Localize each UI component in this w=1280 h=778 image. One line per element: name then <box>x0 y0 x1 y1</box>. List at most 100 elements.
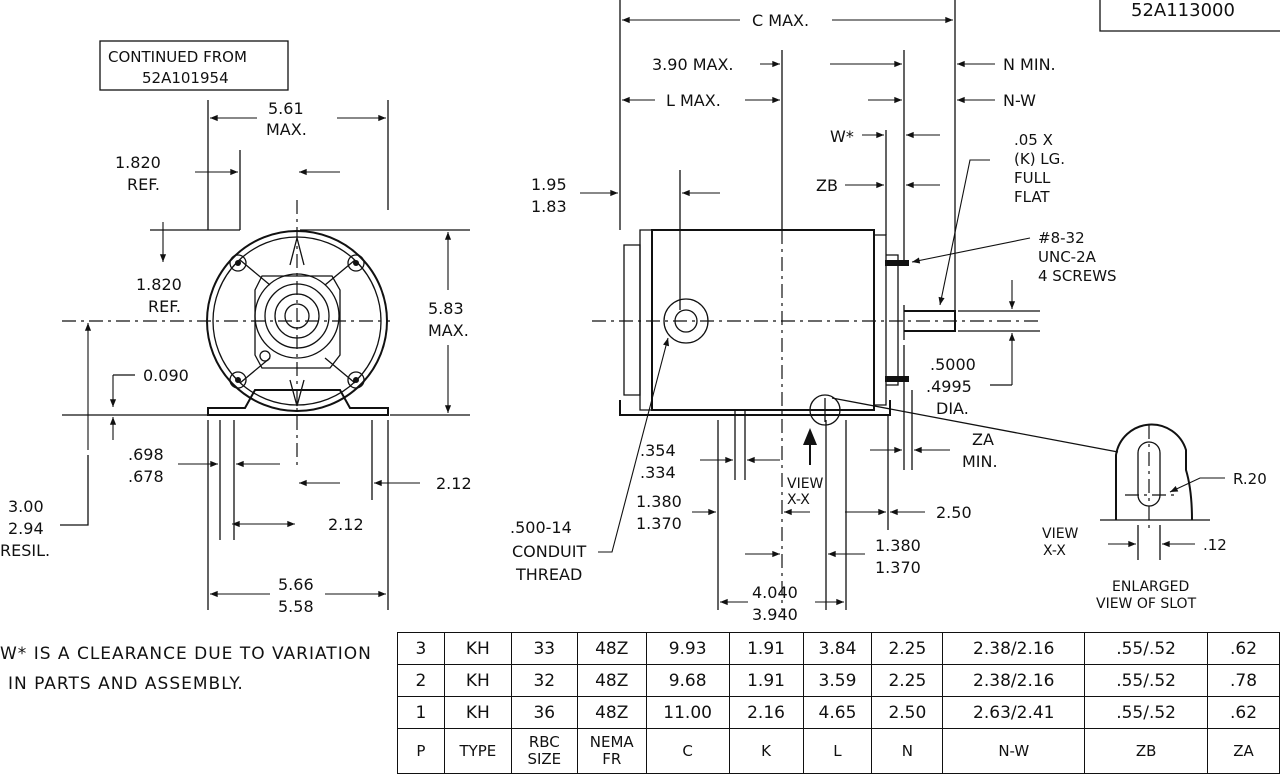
header-text: TYPE <box>459 741 497 760</box>
cell-k: 1.91 <box>728 664 804 697</box>
dim-height-max: 5.83 <box>428 299 464 318</box>
dim-resil-min: 2.94 <box>8 519 44 538</box>
dim-height-max-unit: MAX. <box>428 321 469 340</box>
front-view-motor <box>62 200 390 470</box>
note-line-1: W* IS A CLEARANCE DUE TO VARIATION <box>0 644 372 664</box>
dim-ref-mid: 1.820 <box>136 275 182 294</box>
dim-resil-max: 3.00 <box>8 497 44 516</box>
dim-ref-top: 1.820 <box>115 153 161 172</box>
cell-n-w: 2.38/2.16 <box>942 632 1086 665</box>
dim-width-max-unit: MAX. <box>266 120 307 139</box>
cell-l: 3.59 <box>802 664 873 697</box>
dim-1380a-max: 1.380 <box>636 492 682 511</box>
cell-za: .78 <box>1207 664 1280 697</box>
header-zb: ZB <box>1084 728 1209 774</box>
dim-half-base-left: 2.12 <box>328 515 364 534</box>
header-text: SIZE <box>527 750 562 768</box>
cell-zb: .55/.52 <box>1084 696 1209 729</box>
dim-1380a-min: 1.370 <box>636 514 682 533</box>
note-flat-2: (K) LG. <box>1014 150 1065 168</box>
cell-za: .62 <box>1207 696 1280 729</box>
drawing-number: 52A113000 <box>1131 0 1235 21</box>
dim-390-max: 3.90 MAX. <box>652 55 734 74</box>
dim-4040-min: 3.940 <box>752 605 798 624</box>
header-p: P <box>397 728 445 774</box>
dim-n-w: N-W <box>1003 91 1036 110</box>
dim-195-min: 1.83 <box>531 197 567 216</box>
slot-view-name: X-X <box>1043 543 1066 559</box>
screw-icon <box>885 260 909 382</box>
cell-rbc-size: 36 <box>510 696 578 729</box>
dim-c-max: C MAX. <box>752 11 809 30</box>
note-flat-1: .05 X <box>1014 131 1053 149</box>
dim-250: 2.50 <box>936 503 972 522</box>
side-dims: C MAX. 3.90 MAX. L MAX. N MIN. N-W W* ZB… <box>510 0 1119 624</box>
dim-shaft-label: DIA. <box>936 399 969 418</box>
dim-zb: ZB <box>816 176 838 195</box>
cell-za: .62 <box>1207 632 1280 665</box>
dim-shaft-min: .4995 <box>926 377 972 396</box>
header-text: RBC <box>528 733 560 751</box>
dim-half-base-right: 2.12 <box>436 474 472 493</box>
dim-w-star: W* <box>830 127 854 146</box>
dim-n-min: N MIN. <box>1003 55 1056 74</box>
dim-4040-max: 4.040 <box>752 583 798 602</box>
cell-p: 1 <box>397 696 445 729</box>
cell-n: 2.50 <box>871 696 944 729</box>
dim-195-max: 1.95 <box>531 175 567 194</box>
dim-za-label: MIN. <box>962 452 998 471</box>
continued-from-label: CONTINUED FROM <box>108 48 247 66</box>
cell-nema-fr: 48Z <box>576 696 647 729</box>
dim-resil-label: RESIL. <box>0 541 50 560</box>
dim-za: ZA <box>972 430 994 449</box>
cell-type: KH <box>443 664 512 697</box>
dim-slot-max: .698 <box>128 445 164 464</box>
header-k: K <box>728 728 804 774</box>
header-type: TYPE <box>443 728 512 774</box>
continued-from-box: CONTINUED FROM 52A101954 <box>99 40 289 91</box>
slot-detail: R.20 .12 VIEW X-X ENLARGED VIEW OF SLOT <box>1042 423 1267 612</box>
dim-354-min: .334 <box>640 463 676 482</box>
cell-c: 9.68 <box>645 664 730 697</box>
header-text: L <box>833 741 842 760</box>
header-za: ZA <box>1207 728 1280 774</box>
cell-n-w: 2.63/2.41 <box>942 696 1086 729</box>
cell-n-w: 2.38/2.16 <box>942 664 1086 697</box>
header-text: ZB <box>1135 741 1157 760</box>
header-text: ZA <box>1233 741 1254 760</box>
dim-ref-mid-label: REF. <box>148 297 181 316</box>
header-text: NEMA <box>589 733 634 751</box>
continued-from-number: 52A101954 <box>142 69 229 87</box>
cell-n: 2.25 <box>871 664 944 697</box>
dim-12: .12 <box>1203 536 1227 554</box>
dim-slot-min: .678 <box>128 467 164 486</box>
header-text: K <box>761 741 771 760</box>
cell-k: 1.91 <box>728 632 804 665</box>
cell-l: 3.84 <box>802 632 873 665</box>
header-text: C <box>682 741 693 760</box>
note-flat-4: FLAT <box>1014 188 1050 206</box>
mount-screw-icon <box>229 254 365 389</box>
cell-n: 2.25 <box>871 632 944 665</box>
title-block: 52A113000 <box>1099 0 1280 32</box>
dim-354-max: .354 <box>640 441 676 460</box>
front-dims: 5.61 MAX. 1.820 REF. 1.820 REF. 5.83 MAX… <box>0 99 472 616</box>
cell-rbc-size: 33 <box>510 632 578 665</box>
note-conduit-2: CONDUIT <box>512 542 586 561</box>
cell-zb: .55/.52 <box>1084 632 1209 665</box>
header-text: FR <box>602 750 622 768</box>
cell-c: 9.93 <box>645 632 730 665</box>
dim-base-width-max: 5.66 <box>278 575 314 594</box>
side-view-motor <box>592 229 1040 610</box>
cell-type: KH <box>443 696 512 729</box>
dim-shaft-max: .5000 <box>930 355 976 374</box>
dim-1380b-min: 1.370 <box>875 558 921 577</box>
slot-view-label: VIEW <box>1042 526 1079 542</box>
note-screws-3: 4 SCREWS <box>1038 267 1117 285</box>
header-text: N-W <box>998 741 1030 760</box>
